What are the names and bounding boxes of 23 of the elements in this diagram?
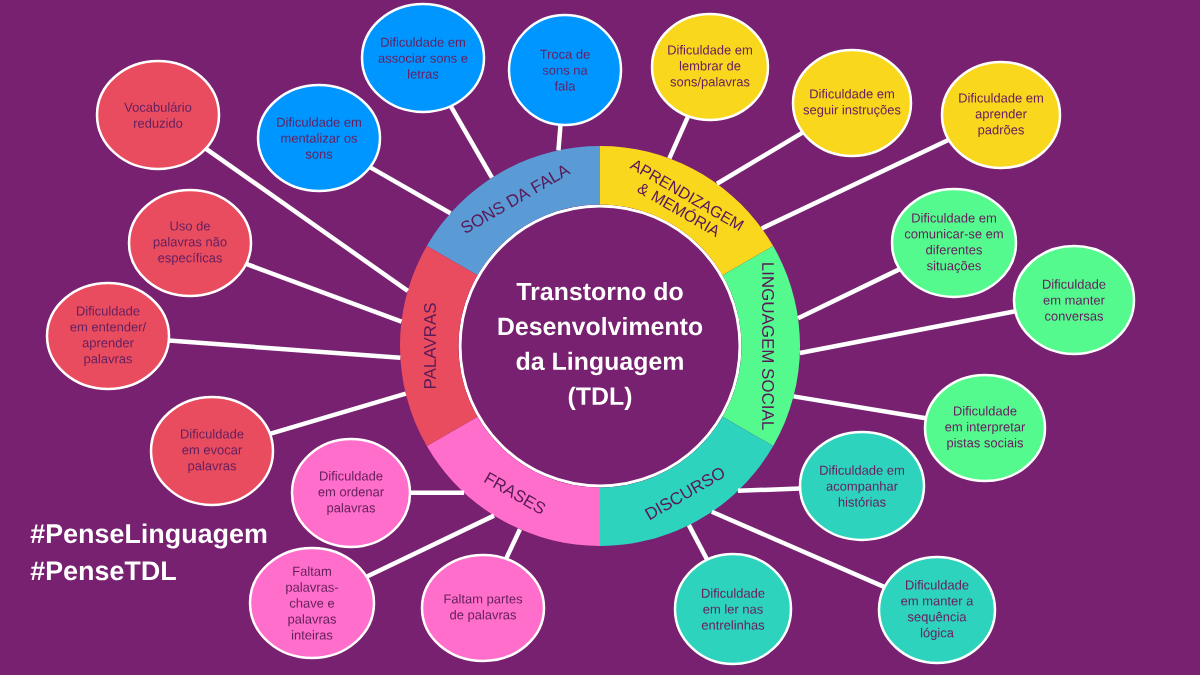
connector-line (245, 261, 403, 324)
connector-line (368, 165, 452, 216)
connector-line (686, 524, 710, 561)
connector-line (799, 309, 1016, 356)
connector-line (504, 528, 522, 560)
connector-line (556, 124, 563, 151)
connector-line (269, 391, 407, 437)
connector-line (710, 509, 886, 590)
connector-line (667, 115, 691, 160)
connector-line (737, 486, 801, 494)
connector-line (448, 104, 494, 179)
connector-line (793, 394, 927, 421)
hashtag: #PenseLinguagem (30, 523, 267, 549)
ring-segment: LINGUAGEM SOCIAL (722, 246, 800, 446)
connector-line (715, 130, 805, 186)
connector-line (797, 267, 901, 321)
connector-line (760, 137, 950, 231)
connector-line (168, 338, 401, 361)
ring-segment: PALAVRAS (400, 246, 478, 446)
hashtag: #PenseTDL (30, 561, 176, 581)
connector-line (365, 513, 495, 579)
connector-line (204, 146, 410, 293)
connector-line (410, 490, 465, 496)
